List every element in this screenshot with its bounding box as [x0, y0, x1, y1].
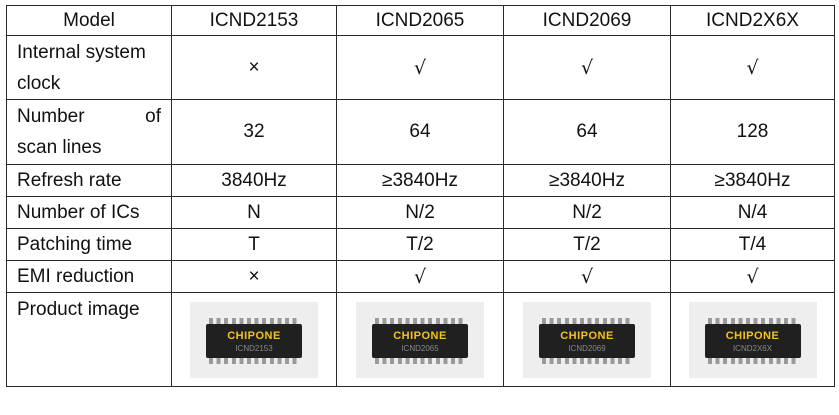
cell-check: √: [503, 260, 671, 293]
chip-brand: CHIPONE: [560, 329, 614, 342]
cell-value: N/4: [670, 196, 835, 229]
cell-cross: ×: [171, 260, 337, 293]
chip-brand: CHIPONE: [725, 329, 780, 342]
cell-value: ≥3840Hz: [503, 164, 671, 197]
row-label: Product image: [6, 292, 172, 387]
cell-value: T/2: [336, 228, 504, 261]
chip-pins-top: [375, 317, 465, 324]
row-scan-lines: Number of scan lines 32 64 64 128: [6, 99, 835, 165]
chip-pins-bottom: [375, 357, 465, 364]
row-patching-time: Patching time T T/2 T/2 T/4: [6, 228, 835, 261]
row-label-line1b: of: [145, 106, 161, 127]
header-model: Model: [6, 5, 172, 36]
chip-part-number: ICND2X6X: [732, 343, 773, 353]
chip-pins-top: [707, 317, 798, 324]
cell-check: √: [336, 260, 504, 293]
cell-image: CHIPONE ICND2153: [171, 292, 337, 387]
row-number-of-ics: Number of ICs N N/2 N/2 N/4: [6, 196, 835, 229]
cell-value: N/2: [336, 196, 504, 229]
chip-part-number: ICND2069: [568, 343, 606, 353]
chip-image: CHIPONE ICND2065: [356, 301, 484, 378]
chip-pins-bottom: [542, 357, 632, 364]
spec-comparison-table: Model ICND2153 ICND2065 ICND2069 ICND2X6…: [6, 5, 835, 387]
cell-check: √: [336, 35, 504, 100]
header-row: Model ICND2153 ICND2065 ICND2069 ICND2X6…: [6, 5, 835, 36]
chip-pins-bottom: [707, 357, 798, 364]
row-label: Number of ICs: [6, 196, 172, 229]
chip-image: CHIPONE ICND2X6X: [688, 301, 817, 378]
chip-brand: CHIPONE: [393, 329, 447, 342]
row-label-line1a: Number: [17, 106, 85, 127]
header-icnd2153: ICND2153: [171, 5, 337, 36]
cell-value: 64: [503, 99, 671, 165]
row-internal-clock: Internal system clock × √ √ √: [6, 35, 835, 100]
row-label-line2: clock: [17, 72, 61, 94]
chip-part-number: ICND2065: [401, 343, 439, 353]
header-icnd2069: ICND2069: [503, 5, 671, 36]
chip-body: CHIPONE ICND2153: [206, 323, 302, 358]
header-icnd2x6x: ICND2X6X: [670, 5, 835, 36]
cell-check: √: [670, 35, 835, 100]
cell-value: ≥3840Hz: [670, 164, 835, 197]
cell-value: ≥3840Hz: [336, 164, 504, 197]
chip-pins-top: [209, 317, 299, 324]
cell-value: 3840Hz: [171, 164, 337, 197]
chip-body: CHIPONE ICND2065: [372, 323, 468, 358]
cell-value: 32: [171, 99, 337, 165]
row-label-line1: Internal system: [17, 41, 146, 63]
cell-check: √: [503, 35, 671, 100]
chip-image: CHIPONE ICND2069: [523, 301, 651, 378]
cell-check: √: [670, 260, 835, 293]
row-label: Patching time: [6, 228, 172, 261]
cell-value: 128: [670, 99, 835, 165]
cell-value: N/2: [503, 196, 671, 229]
chip-pins-bottom: [209, 357, 299, 364]
row-label: Number of scan lines: [6, 99, 172, 165]
header-icnd2065: ICND2065: [336, 5, 504, 36]
cell-image: CHIPONE ICND2065: [336, 292, 504, 387]
cell-value: T/4: [670, 228, 835, 261]
chip-body: CHIPONE ICND2069: [539, 323, 635, 358]
row-label: Refresh rate: [6, 164, 172, 197]
chip-body: CHIPONE ICND2X6X: [704, 323, 801, 358]
cell-value: T: [171, 228, 337, 261]
row-emi-reduction: EMI reduction × √ √ √: [6, 260, 835, 293]
chip-image: CHIPONE ICND2153: [190, 301, 318, 378]
cell-value: T/2: [503, 228, 671, 261]
chip-brand: CHIPONE: [227, 329, 281, 342]
row-label-line2: scan lines: [17, 137, 102, 158]
cell-cross: ×: [171, 35, 337, 100]
row-label: EMI reduction: [6, 260, 172, 293]
chip-part-number: ICND2153: [235, 343, 273, 353]
row-product-image: Product image CHIPONE ICND2153 CHIPONE I…: [6, 292, 835, 387]
cell-image: CHIPONE ICND2X6X: [670, 292, 835, 387]
row-label-line1-wrap: Number of: [17, 101, 171, 132]
cell-value: 64: [336, 99, 504, 165]
row-refresh-rate: Refresh rate 3840Hz ≥3840Hz ≥3840Hz ≥384…: [6, 164, 835, 197]
cell-image: CHIPONE ICND2069: [503, 292, 671, 387]
cell-value: N: [171, 196, 337, 229]
row-label: Internal system clock: [6, 35, 172, 100]
chip-pins-top: [542, 317, 632, 324]
